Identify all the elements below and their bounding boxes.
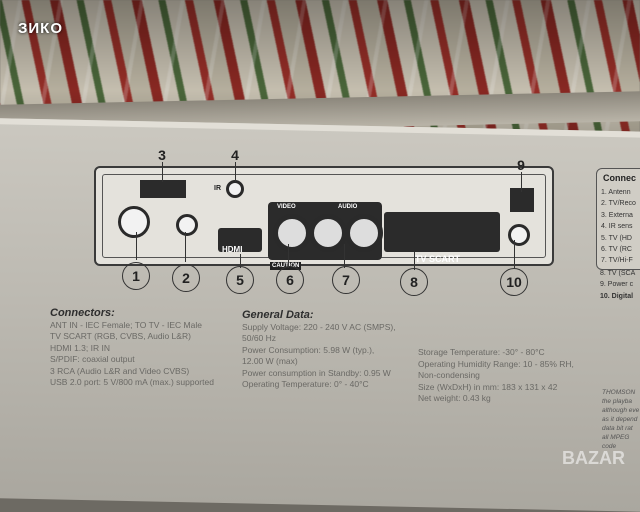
- video-label: VIDEO: [277, 204, 296, 210]
- ant-in-port: [118, 206, 150, 238]
- spec-line: S/PDIF: coaxial output: [50, 354, 135, 364]
- watermark: ЗИКО: [18, 20, 64, 37]
- connectors-spec: Connectors: ANT IN - IEC Female; TO TV -…: [50, 307, 214, 389]
- general-data-title: General Data:: [242, 309, 314, 321]
- spec-line: HDMI 1.3; IR IN: [50, 342, 110, 353]
- spec-line: 12.00 W (max): [242, 356, 298, 366]
- hdmi-port: [218, 228, 262, 252]
- legend-item: 10. Digital: [600, 292, 634, 300]
- spec-line: USB 2.0 port: 5 V/800 mA (max.) supporte…: [50, 377, 214, 387]
- note-line: although eve: [602, 407, 640, 414]
- legend-item: 1. Antenn: [601, 189, 631, 196]
- spec-line: Size (WxDxH) in mm: 183 x 131 x 42: [418, 381, 558, 392]
- legend-item: 8. TV (SCA: [600, 270, 636, 277]
- spdif-port: [508, 224, 530, 246]
- audio-label: AUDIO: [338, 204, 358, 210]
- rca-audio-right-port: [345, 214, 383, 252]
- rca-video-port: [273, 214, 311, 252]
- spec-line: Operating Temperature: 0° - 40°C: [242, 379, 369, 389]
- power-socket: [510, 188, 534, 212]
- callout-6: 6: [276, 266, 304, 294]
- legend-title: Connec: [603, 173, 637, 183]
- general-data-spec: General Data: Supply Voltage: 220 - 240 …: [242, 309, 396, 391]
- legend-item: 6. TV (RC: [601, 246, 632, 254]
- spec-line: 50/60 Hz: [242, 333, 277, 343]
- spec-line: Net weight: 0.43 kg: [418, 393, 491, 403]
- usb-port: [140, 180, 186, 198]
- note-line: the playba: [602, 398, 632, 405]
- note-line: as it depend: [602, 416, 638, 423]
- note-line: data bit rat: [602, 425, 633, 432]
- connectors-legend-panel: Connec 1. Antenn 2. TV/Reco 3. Externa 4…: [596, 168, 640, 270]
- legend-item: 3. Externa: [601, 211, 633, 219]
- note-line: all MPEG code: [602, 434, 630, 450]
- legend-item: 4. IR sens: [601, 223, 633, 231]
- spec-line: Storage Temperature: -30° - 80°C: [418, 347, 545, 357]
- callout-8: 8: [400, 268, 428, 296]
- callout-2: 2: [172, 264, 200, 292]
- scart-port: [384, 212, 500, 252]
- spec-line: TV SCART (RGB, CVBS, Audio L&R): [50, 331, 191, 341]
- callout-7: 7: [332, 266, 360, 294]
- tv-scart-label: TV SCART: [415, 254, 460, 264]
- spec-line: Operating Humidity Range: 10 - 85% RH,: [418, 358, 574, 369]
- callout-1: 1: [122, 262, 150, 290]
- note-line: THOMSON: [602, 389, 636, 396]
- callout-4: 4: [231, 147, 239, 163]
- to-tv-port: [176, 214, 198, 236]
- hdmi-label: HDMI: [222, 245, 243, 254]
- spec-line: Supply Voltage: 220 - 240 V AC (SMPS),: [242, 321, 396, 332]
- connectors-title: Connectors:: [50, 307, 115, 319]
- callout-9: 9: [517, 157, 525, 173]
- spec-line: Power consumption in Standby: 0.95 W: [242, 367, 391, 378]
- spec-line: ANT IN - IEC Female; TO TV - IEC Male: [50, 319, 202, 330]
- callout-10: 10: [500, 268, 528, 296]
- spec-line: 3 RCA (Audio L&R and Video CVBS): [50, 365, 190, 376]
- legend-item: 2. TV/Reco: [601, 200, 636, 208]
- ir-port: [226, 180, 244, 198]
- spec-line: Non-condensing: [418, 370, 480, 380]
- rca-audio-left-port: [309, 214, 347, 252]
- legend-item: 7. TV/Hi-F: [601, 257, 633, 265]
- ir-label: IR: [214, 185, 221, 192]
- legend-item: 9. Power c: [600, 281, 634, 289]
- general-data-spec-2: Storage Temperature: -30° - 80°C Operati…: [418, 347, 574, 405]
- spec-line: Power Consumption: 5.98 W (typ.),: [242, 344, 375, 355]
- legend-overflow: 8. TV (SCA 9. Power c 10. Digital: [600, 268, 635, 302]
- right-note-text: THOMSON the playba although eve as it de…: [602, 388, 640, 451]
- callout-3: 3: [158, 147, 166, 163]
- logo-text: BAZAR: [562, 448, 625, 468]
- callout-5: 5: [226, 266, 254, 294]
- legend-item: 5. TV (HD: [601, 234, 632, 242]
- bazar-logo: BAZAR: [562, 448, 625, 468]
